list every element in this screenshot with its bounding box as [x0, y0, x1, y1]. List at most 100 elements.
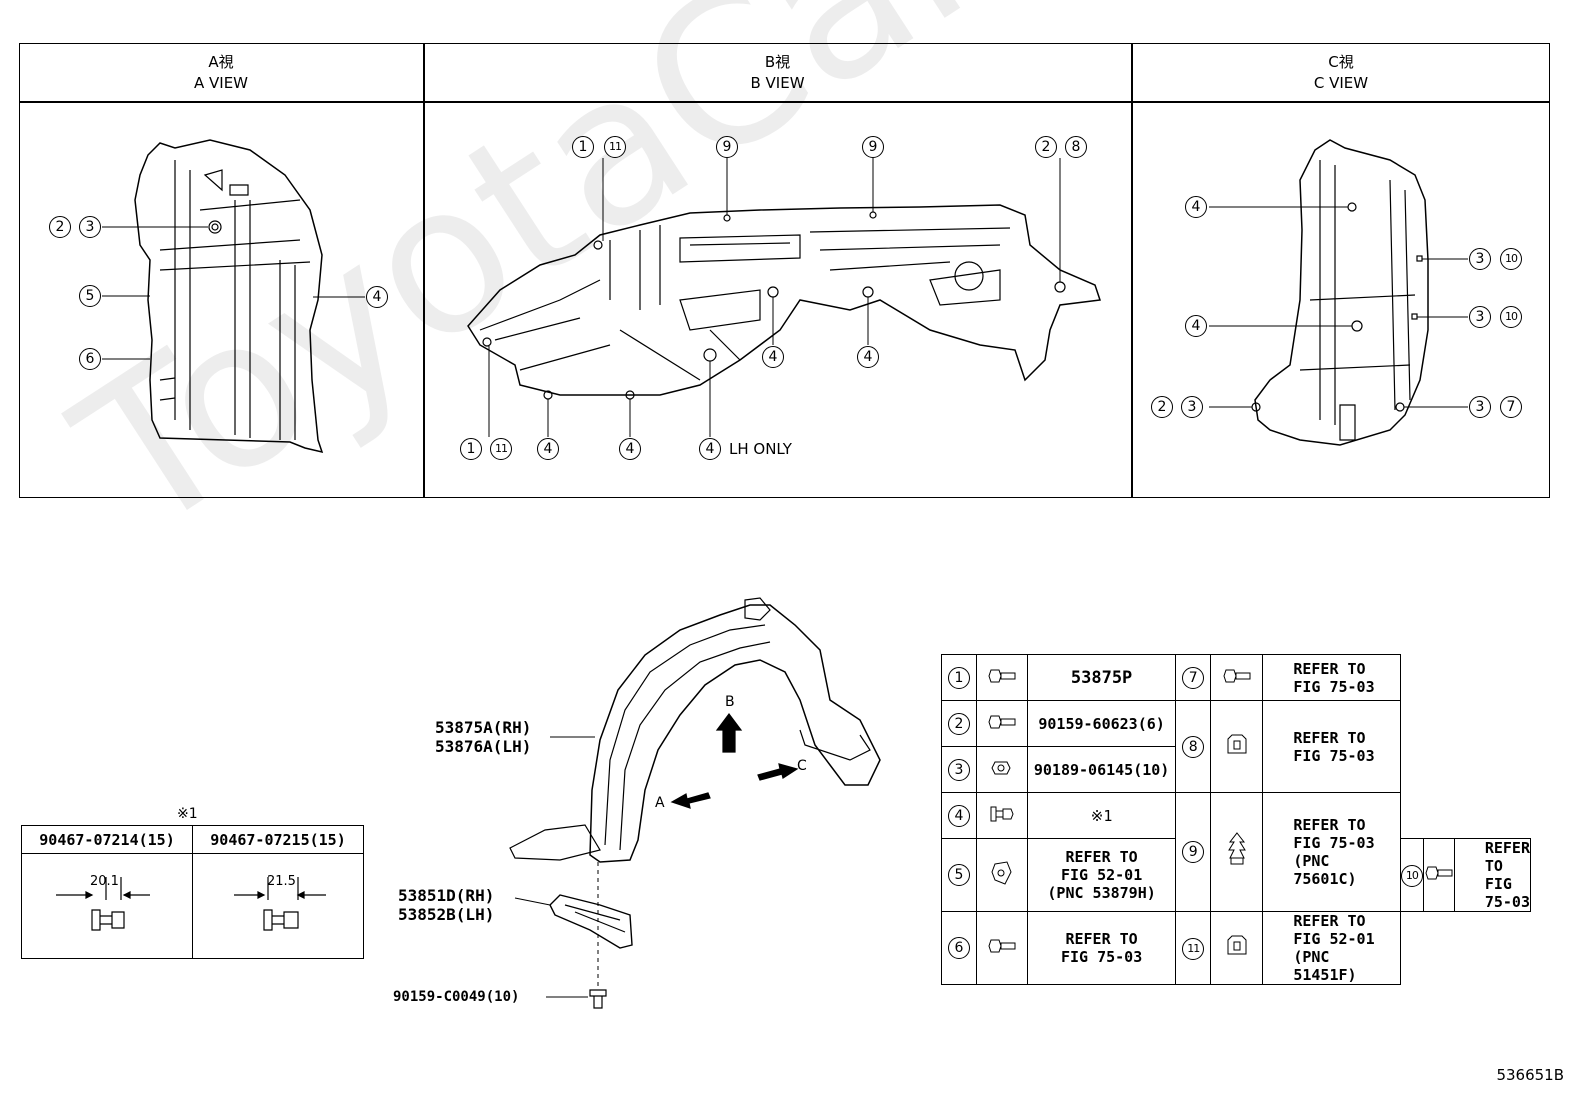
parts-row-11-text: REFER TO FIG 52-01 (PNC 51451F) [1262, 911, 1401, 985]
view-b-callout-4b: 4 [857, 346, 879, 368]
fir-tree-clip-icon [1227, 832, 1246, 865]
bolt-part-number: 90159-C0049(10) [393, 989, 520, 1005]
view-a-title-jp: A視 [208, 53, 234, 71]
parts-row-9-num-cell: 9 [1175, 792, 1212, 912]
view-b-liner-drawing [467, 204, 1102, 400]
shield-part-number: 53851D(RH) 53852B(LH) [398, 886, 495, 924]
parts-row-7-icon [1210, 654, 1264, 701]
clip-nut-icon [1227, 935, 1247, 955]
parts-row-10-text: REFER TO FIG 75-03 [1453, 838, 1532, 912]
parts-row-10-icon [1422, 838, 1455, 912]
clip-col1-part: 90467-07214(15) [21, 825, 193, 854]
view-a-callout-2: 2 [49, 216, 71, 238]
parts-num-6: 6 [947, 937, 970, 959]
parts-row-4-text: ※1 [1026, 792, 1177, 839]
parts-row-11-num-cell: 11 [1175, 911, 1212, 985]
view-c-callout-10b: 10 [1500, 306, 1522, 328]
view-a-header: A視 A VIEW [19, 52, 423, 94]
parts-num-5: 5 [947, 864, 970, 886]
arrow-a-label: A [655, 795, 665, 811]
parts-row-10-num-cell: 10 [1399, 838, 1424, 912]
view-a-title-en: A VIEW [193, 74, 249, 92]
parts-row-11-icon [1210, 911, 1264, 985]
view-c-callout-2: 2 [1151, 396, 1173, 418]
parts-num-9: 9 [1182, 841, 1205, 863]
view-b-header: B視 B VIEW [424, 52, 1131, 94]
view-b-callout-1-bottom: 1 [460, 438, 482, 460]
view-b-title-jp: B視 [764, 53, 791, 71]
view-b-callout-4a: 4 [762, 346, 784, 368]
wheel-liner-assembly-drawing [509, 597, 881, 1009]
view-b-callout-4d: 4 [619, 438, 641, 460]
view-c-callout-7: 7 [1500, 396, 1522, 418]
view-a-callout-3: 3 [79, 216, 101, 238]
lh-only-label: LH ONLY [729, 440, 792, 458]
arrow-c-label: C [797, 758, 807, 774]
view-c-liner-drawing [1251, 139, 1429, 446]
view-c-callout-4a: 4 [1185, 196, 1207, 218]
view-a-liner-drawing [134, 139, 324, 454]
parts-num-4: 4 [947, 804, 970, 827]
flange-bolt-icon [988, 669, 1016, 682]
view-c-callout-10a: 10 [1500, 248, 1522, 270]
clip-col2-part: 90467-07215(15) [192, 825, 364, 854]
clip-col1-cell: 20.1 [21, 853, 193, 959]
parts-num-7: 7 [1182, 666, 1205, 689]
view-b-callout-11: 11 [604, 136, 626, 158]
parts-row-2-icon [975, 700, 1028, 747]
parts-row-5-icon [975, 838, 1028, 912]
view-a-callout-6: 6 [79, 348, 101, 370]
parts-row-1-num-cell: 1 [941, 654, 977, 701]
view-c-title-en: C VIEW [1313, 74, 1369, 92]
view-b-callout-4-lh: 4 [699, 438, 721, 460]
view-b-callout-2: 2 [1035, 136, 1057, 158]
view-c-title-jp: C視 [1328, 53, 1354, 71]
view-b-callout-11-bottom: 11 [490, 438, 512, 460]
parts-row-1-text: 53875P [1026, 654, 1177, 701]
view-divider-ab [423, 43, 425, 498]
view-c-callout-3c: 3 [1469, 396, 1491, 418]
view-divider-bc [1131, 43, 1133, 498]
parts-num-11: 11 [1182, 937, 1205, 960]
view-header-divider [19, 101, 1550, 103]
parts-row-3-num-cell: 3 [941, 746, 977, 793]
view-c-header: C視 C VIEW [1132, 52, 1550, 94]
view-b-title-en: B VIEW [750, 74, 805, 92]
flange-bolt-icon [1223, 669, 1251, 682]
parts-row-6-num-cell: 6 [941, 911, 977, 985]
view-a-callout-5: 5 [79, 285, 101, 307]
view-c-callout-3a: 3 [1469, 248, 1491, 270]
view-b-callout-9a: 9 [716, 136, 738, 158]
push-clip-icon [990, 806, 1014, 821]
parts-row-4-icon [975, 792, 1028, 839]
clip-nut-icon [1227, 734, 1247, 753]
view-c-callout-4b: 4 [1185, 315, 1207, 337]
flange-bolt-icon [1425, 866, 1453, 880]
view-a-callout-4: 4 [366, 286, 388, 308]
drawing-number: 536651B [1496, 1066, 1564, 1084]
parts-row-1-icon [975, 654, 1028, 701]
parts-table: 1 53875P 7 REFER TO FIG 75-03 2 90159-60… [941, 654, 1532, 985]
parts-num-1: 1 [947, 666, 970, 689]
view-b-callout-9b: 9 [862, 136, 884, 158]
parts-num-3: 3 [947, 758, 970, 781]
parts-row-7-text: REFER TO FIG 75-03 [1262, 654, 1401, 701]
view-b-callout-4c: 4 [537, 438, 559, 460]
clip-col2-dimension: 21.5 [267, 874, 296, 889]
clip-icon [991, 861, 1012, 885]
parts-row-5-text: REFER TO FIG 52-01 (PNC 53879H) [1026, 838, 1177, 912]
view-b-callout-1: 1 [572, 136, 594, 158]
parts-row-9-text: REFER TO FIG 75-03 (PNC 75601C) [1262, 792, 1401, 912]
parts-num-8: 8 [1182, 735, 1205, 758]
flange-bolt-icon [988, 939, 1016, 953]
nut-icon [991, 761, 1011, 774]
parts-row-6-text: REFER TO FIG 75-03 [1026, 911, 1177, 985]
clip-table: 90467-07214(15) 90467-07215(15) 20.1 21.… [21, 825, 364, 959]
parts-row-3-text: 90189-06145(10) [1026, 746, 1177, 793]
view-c-callout-3b: 3 [1469, 306, 1491, 328]
parts-row-7-num-cell: 7 [1175, 654, 1212, 701]
parts-row-9-icon [1210, 792, 1264, 912]
parts-num-2: 2 [947, 712, 970, 735]
parts-row-8-num-cell: 8 [1175, 700, 1212, 793]
arrow-b-label: B [725, 694, 735, 710]
